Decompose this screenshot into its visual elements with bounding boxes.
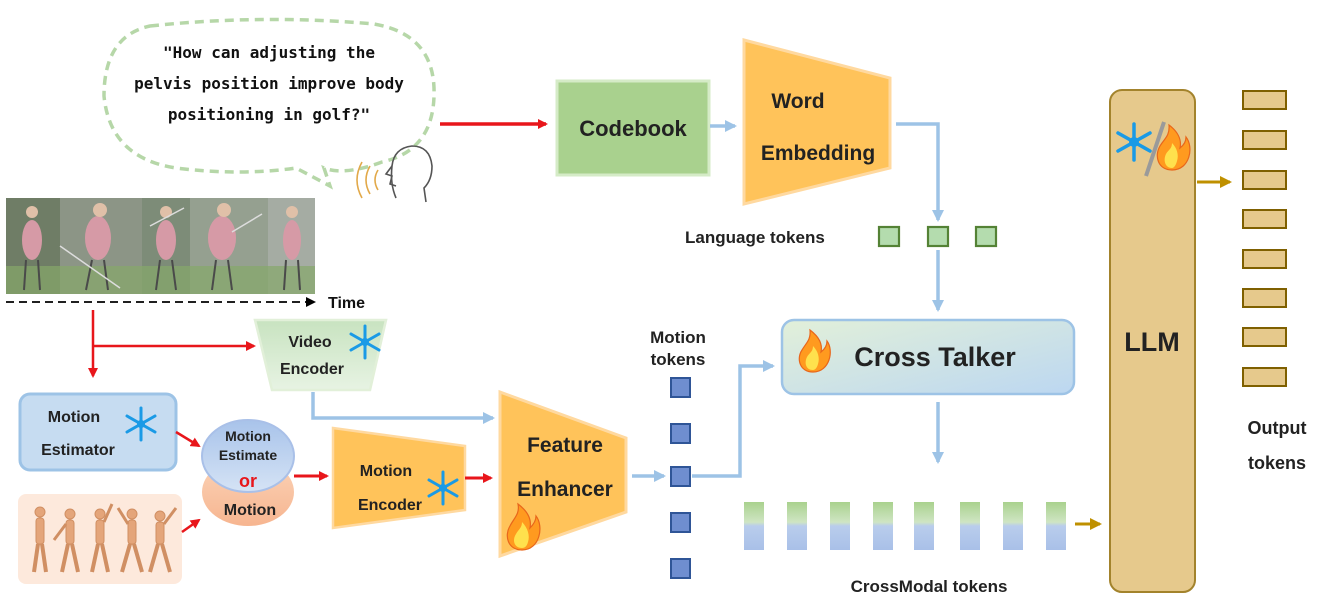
frozen-snowflake-icon <box>1116 122 1152 162</box>
arrow-video-encoder-to-enhancer <box>311 392 495 424</box>
question-line-1: "How can adjusting the <box>163 43 375 62</box>
motion-estimate-line-2: Estimate <box>219 447 278 463</box>
motion-encoder-block: Motion Encoder <box>331 426 467 530</box>
motion-token <box>670 377 691 398</box>
crossmodal-token <box>873 502 893 550</box>
video-encoder-block: Video Encoder <box>253 318 388 392</box>
crossmodal-token <box>744 502 764 550</box>
language-token <box>974 225 998 248</box>
codebook-label: Codebook <box>579 116 687 141</box>
output-token <box>1242 288 1287 308</box>
time-label: Time <box>328 295 365 312</box>
crossmodal-token <box>960 502 980 550</box>
word-embedding-line-2: Embedding <box>761 142 875 165</box>
motion-estimate-line-1: Motion <box>225 428 271 444</box>
crossmodal-token <box>787 502 807 550</box>
or-label: or <box>239 471 257 491</box>
language-token <box>877 225 901 248</box>
trainable-fire-icon <box>798 328 831 373</box>
word-embedding-block: Word Embedding <box>742 38 892 206</box>
arrow-estimator-to-selector <box>175 430 201 448</box>
frozen-snowflake-icon <box>125 406 157 442</box>
output-token <box>1242 327 1287 347</box>
question-line-2: pelvis position improve body <box>134 74 404 93</box>
output-token <box>1242 90 1287 110</box>
motion-tokens-line-2: tokens <box>651 350 706 369</box>
motion-token <box>670 423 691 444</box>
cross-talker-label: Cross Talker <box>854 342 1016 372</box>
human-motion-poses <box>18 494 182 584</box>
motion-token <box>670 512 691 533</box>
motion-tokens-line-1: Motion <box>650 328 706 347</box>
crossmodal-token <box>1046 502 1066 550</box>
arrow-motion-tokens-to-crosstalker <box>692 360 775 478</box>
motion-estimator-line-1: Motion <box>48 409 100 426</box>
motion-estimator-box: Motion Estimator <box>18 392 178 472</box>
video-encoder-line-2: Encoder <box>280 361 344 378</box>
feature-enhancer-block: Feature Enhancer <box>498 389 628 559</box>
language-token-squares <box>877 225 998 248</box>
trainable-fire-icon <box>1156 123 1191 171</box>
language-tokens-label: Language tokens <box>685 228 825 247</box>
motion-token <box>670 466 691 487</box>
speech-bubble: "How can adjusting the pelvis position i… <box>102 17 436 190</box>
output-token <box>1242 367 1287 387</box>
question-line-3: positioning in golf?" <box>168 105 370 124</box>
frozen-snowflake-icon <box>349 324 381 360</box>
motion-label: Motion <box>224 502 276 519</box>
motion-source-selector: Motion Estimate or Motion <box>201 419 295 526</box>
golf-video-frames <box>6 198 315 294</box>
motion-encoder-line-2: Encoder <box>358 497 422 514</box>
frozen-snowflake-icon <box>427 470 459 506</box>
word-embedding-line-1: Word <box>771 90 824 113</box>
llm-block: LLM <box>1109 89 1196 593</box>
output-token <box>1242 249 1287 269</box>
llm-label: LLM <box>1124 327 1179 357</box>
slash-divider <box>1144 121 1166 177</box>
motion-estimator-line-2: Estimator <box>41 442 115 459</box>
motion-encoder-line-1: Motion <box>360 463 412 480</box>
motion-token <box>670 558 691 579</box>
language-token <box>926 225 950 248</box>
arrow-poses-to-selector <box>181 518 201 534</box>
codebook-box: Codebook <box>555 79 711 177</box>
crossmodal-tokens-label: CrossModal tokens <box>851 577 1008 596</box>
feature-enhancer-line-1: Feature <box>527 434 603 457</box>
output-tokens-line-2: tokens <box>1248 453 1306 473</box>
feature-enhancer-line-2: Enhancer <box>517 478 613 501</box>
output-token <box>1242 209 1287 229</box>
crossmodal-token <box>1003 502 1023 550</box>
cross-talker-box: Cross Talker <box>780 318 1076 396</box>
crossmodal-token-bars <box>744 502 1066 550</box>
trainable-fire-icon <box>506 502 541 551</box>
speaking-head-icon <box>356 145 433 203</box>
crossmodal-token <box>914 502 934 550</box>
output-tokens-line-1: Output <box>1248 418 1307 438</box>
output-token <box>1242 130 1287 150</box>
arrow-embedding-to-language-tokens <box>896 122 944 222</box>
crossmodal-token <box>830 502 850 550</box>
video-encoder-line-1: Video <box>288 334 332 351</box>
motion-token-squares <box>670 377 691 579</box>
output-token <box>1242 170 1287 190</box>
output-token-bars <box>1242 90 1287 387</box>
